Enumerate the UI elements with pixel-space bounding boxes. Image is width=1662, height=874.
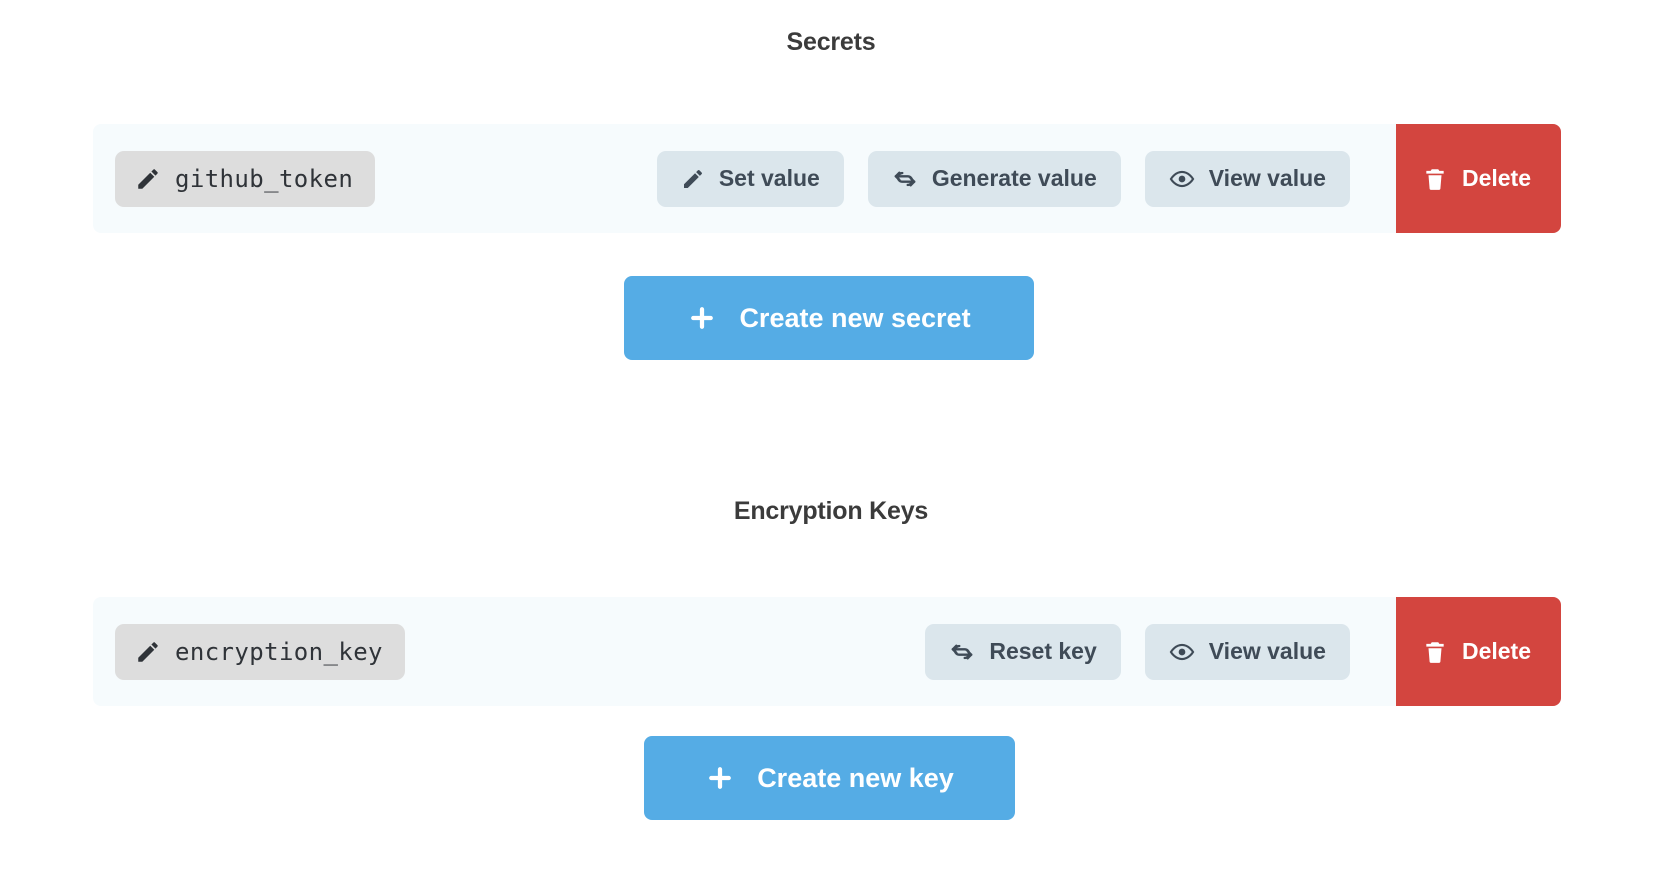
encryption-key-name-text: encryption_key (175, 637, 383, 666)
view-key-value-button[interactable]: View value (1144, 623, 1350, 680)
view-key-value-label: View value (1208, 638, 1326, 664)
create-new-key-button[interactable]: Create new key (644, 736, 1015, 820)
delete-secret-button[interactable]: Delete (1395, 124, 1561, 233)
generate-value-button[interactable]: Generate value (867, 150, 1121, 207)
eye-icon (1169, 639, 1195, 665)
plus-icon (705, 763, 735, 793)
encryption-keys-section-title: Encryption Keys (733, 497, 929, 525)
reset-key-button[interactable]: Reset key (925, 623, 1121, 680)
generate-value-label: Generate value (931, 165, 1097, 191)
delete-key-label: Delete (1461, 638, 1531, 664)
set-value-label: Set value (718, 165, 820, 191)
view-value-button[interactable]: View value (1144, 150, 1350, 207)
pencil-icon (135, 639, 161, 665)
pencil-icon (681, 167, 705, 191)
secret-item-row: github_token Set value (93, 124, 1561, 233)
trash-icon (1422, 166, 1448, 192)
create-new-key-label: Create new key (757, 762, 954, 793)
pencil-icon (135, 166, 161, 192)
secrets-section-title: Secrets (786, 28, 876, 56)
refresh-icon (949, 639, 975, 665)
set-value-button[interactable]: Set value (656, 150, 844, 207)
delete-secret-label: Delete (1461, 165, 1531, 191)
encryption-key-name-chip[interactable]: encryption_key (115, 623, 405, 680)
encryption-key-actions: Reset key View value D (925, 597, 1561, 706)
secret-name-chip[interactable]: github_token (115, 150, 376, 207)
create-new-secret-button[interactable]: Create new secret (624, 276, 1034, 360)
refresh-icon (892, 166, 918, 192)
create-new-secret-label: Create new secret (739, 302, 971, 333)
secret-name-text: github_token (175, 164, 354, 193)
encryption-key-item-row: encryption_key Reset key (93, 597, 1561, 706)
reset-key-label: Reset key (989, 638, 1097, 664)
trash-icon (1422, 639, 1448, 665)
eye-icon (1169, 166, 1195, 192)
secret-actions: Set value Generate value (656, 124, 1561, 233)
plus-icon (687, 303, 717, 333)
view-value-label: View value (1208, 165, 1326, 191)
delete-key-button[interactable]: Delete (1395, 597, 1561, 706)
